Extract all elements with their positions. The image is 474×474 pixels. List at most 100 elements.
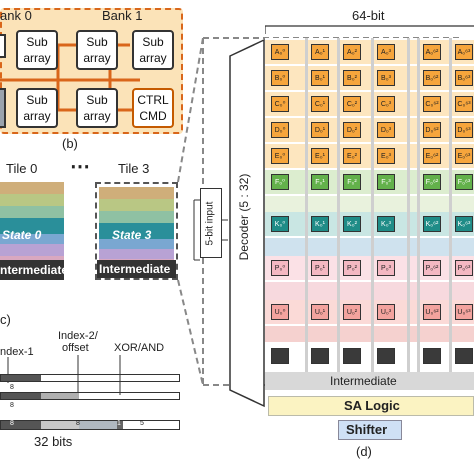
grid-cell: P₀² — [343, 260, 361, 276]
grid-cell: C₀⁶² — [423, 96, 441, 112]
bank-0-label: ank 0 — [0, 8, 32, 23]
subarray-4: Sub array — [16, 88, 58, 128]
bank-1-label: Bank 1 — [102, 8, 143, 23]
subarray-3: Sub array — [132, 30, 174, 70]
grid-cell: F₀¹ — [311, 174, 329, 190]
grid-cell: E₀² — [343, 148, 361, 164]
state-0-label: State 0 — [2, 228, 42, 242]
tile-3-label: Tile 3 — [118, 161, 150, 176]
subarray-1: Sub array — [16, 30, 58, 70]
grid-cell: D₀⁶³ — [455, 122, 473, 138]
grid-cell: A₀⁶² — [423, 44, 441, 60]
bit-num-4: 8 — [76, 420, 80, 427]
subarray-line1: Sub — [86, 35, 108, 49]
index-2-label: Index-2/ — [58, 330, 98, 342]
grid-cell: E₀⁰ — [271, 148, 289, 164]
grid-cell: D₀⁶² — [423, 122, 441, 138]
grid-cell: B₀⁶² — [423, 70, 441, 86]
bits-label: 32 bits — [34, 434, 73, 449]
grid-cell: B₀¹ — [311, 70, 329, 86]
ctrl-cmd-block: CTRL CMD — [132, 88, 174, 128]
grid-cell-dark — [423, 348, 441, 364]
bit-row-2 — [0, 392, 180, 400]
grid-cell-dark — [271, 348, 289, 364]
grid-cell: F₀³ — [377, 174, 395, 190]
grid-cell: D₀² — [343, 122, 361, 138]
subarray-line1: Sub — [26, 35, 48, 49]
grid-cell: D₀³ — [377, 122, 395, 138]
grid-cell: P₀¹ — [311, 260, 329, 276]
grid-cell: A₀³ — [377, 44, 395, 60]
subarray-line2: array — [23, 109, 51, 123]
tile-0-intermediate — [0, 260, 64, 280]
grid-cell: C₀⁶³ — [455, 96, 473, 112]
grid-row-band — [265, 92, 474, 116]
grid-row-band — [265, 300, 474, 324]
subarray-line1: Sub — [86, 93, 108, 107]
ctrl-label: CTRL — [137, 93, 169, 107]
bank-0-left-block — [0, 34, 6, 58]
shifter-label: Shifter — [346, 422, 388, 437]
grid-cell: D₀⁰ — [271, 122, 289, 138]
grid-cell: E₀¹ — [311, 148, 329, 164]
grid-cell: U₀¹ — [311, 304, 329, 320]
intermediate-row — [265, 372, 474, 390]
grid-bitline — [449, 38, 452, 372]
tile-dots: ⋯ — [70, 156, 90, 178]
grid-filler-band — [265, 196, 474, 212]
sa-logic-label: SA Logic — [344, 398, 400, 413]
decoder-label: Decoder (5 : 32) — [237, 173, 251, 261]
caption-c: c) — [0, 312, 11, 327]
grid-cell: K₀² — [343, 216, 361, 232]
grid-cell: B₀⁰ — [271, 70, 289, 86]
index-1-label: ndex-1 — [0, 346, 34, 358]
bank-0-left-block-2 — [0, 88, 6, 128]
shifter-block — [338, 420, 402, 440]
grid-cell: F₀⁶³ — [455, 174, 473, 190]
grid-bitline — [371, 38, 374, 372]
subarray-line2: array — [23, 51, 51, 65]
grid-filler-band — [265, 238, 474, 256]
grid-cell-dark — [343, 348, 361, 364]
grid-cell: P₀⁰ — [271, 260, 289, 276]
subarray-5: Sub array — [76, 88, 118, 128]
grid-cell: U₀³ — [377, 304, 395, 320]
subarray-2: Sub array — [76, 30, 118, 70]
bit-num-5: 1 — [117, 420, 121, 427]
grid-cell: P₀⁶³ — [455, 260, 473, 276]
grid-cell: B₀² — [343, 70, 361, 86]
input-box — [200, 188, 222, 258]
grid-cell: U₀⁶² — [423, 304, 441, 320]
grid-filler-band — [265, 326, 474, 342]
grid-row-band — [265, 212, 474, 236]
bit-row-1 — [0, 374, 180, 382]
subarray-line2: array — [83, 51, 111, 65]
grid-filler-band — [265, 282, 474, 300]
decoder-shape — [229, 38, 265, 408]
input-connector — [193, 199, 228, 261]
bit-num-3: 8 — [10, 420, 14, 427]
grid-bitline — [305, 38, 308, 372]
grid-cell: F₀⁰ — [271, 174, 289, 190]
bit-num-1: 8 — [10, 384, 14, 391]
grid-cell: F₀⁶² — [423, 174, 441, 190]
subarray-line2: array — [139, 51, 167, 65]
grid-row-band — [265, 40, 474, 64]
grid-cell: C₀² — [343, 96, 361, 112]
grid-bitline — [407, 38, 410, 372]
grid-cell: A₀² — [343, 44, 361, 60]
bit-row-3 — [0, 420, 180, 430]
width-label: 64-bit — [352, 8, 385, 23]
grid-cell: E₀⁶³ — [455, 148, 473, 164]
subarray-line1: Sub — [142, 35, 164, 49]
grid-row-band — [265, 66, 474, 90]
grid-cell: K₀¹ — [311, 216, 329, 232]
grid-cell: A₀⁰ — [271, 44, 289, 60]
grid-cell: C₀³ — [377, 96, 395, 112]
tile-3-intermediate — [97, 260, 176, 278]
grid-cell-dark — [455, 348, 473, 364]
caption-d: (d) — [356, 444, 372, 459]
intermediate-label: Intermediate — [330, 374, 397, 388]
caption-b: (b) — [62, 136, 78, 151]
